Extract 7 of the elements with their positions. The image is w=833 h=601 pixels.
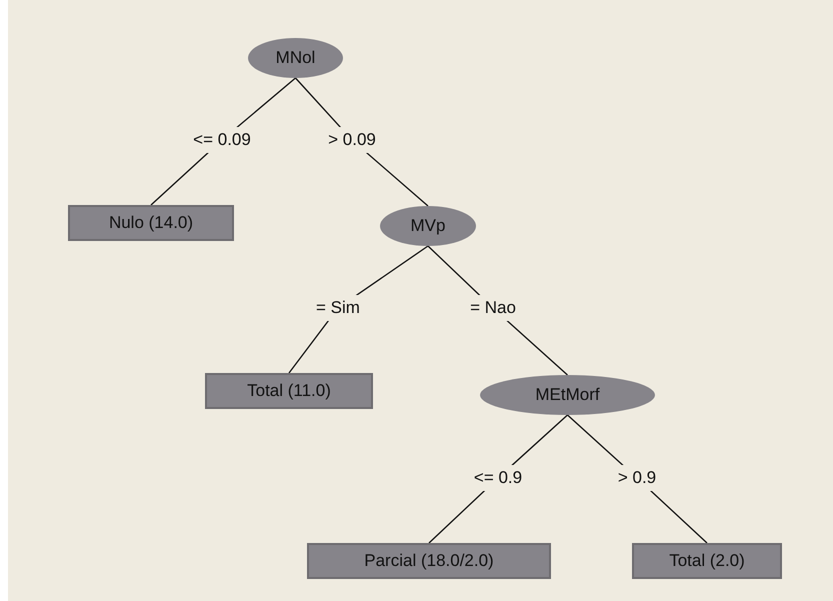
decision-ellipse: MNol (248, 38, 343, 78)
leaf-box: Total (11.0) (205, 373, 373, 409)
leaf-box: Parcial (18.0/2.0) (307, 543, 551, 579)
decision-ellipse: MEtMorf (480, 375, 655, 415)
leaf-box: Nulo (14.0) (68, 205, 234, 241)
decision-ellipse: MVp (380, 206, 476, 246)
leaf-box: Total (2.0) (632, 543, 782, 579)
